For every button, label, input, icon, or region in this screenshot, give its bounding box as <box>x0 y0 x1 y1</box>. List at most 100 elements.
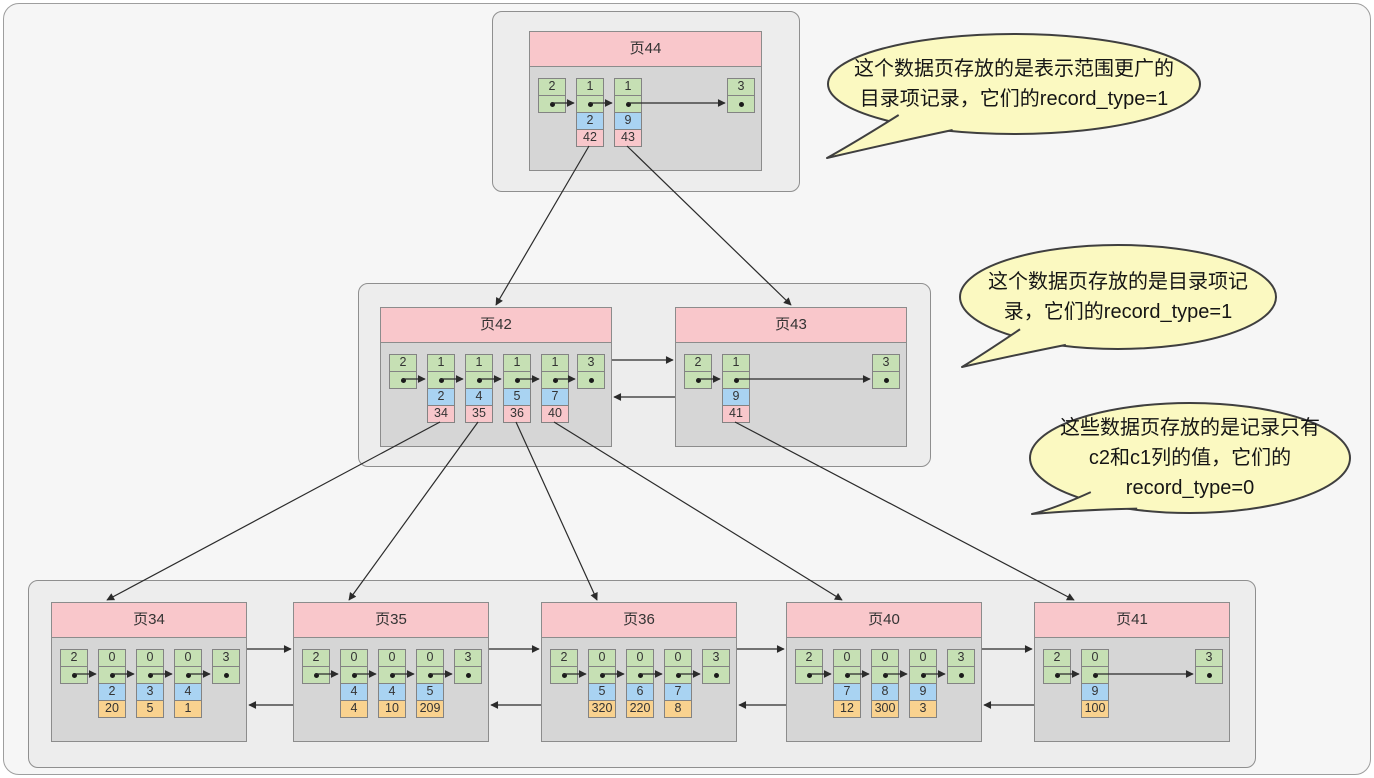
record: 3 <box>577 354 605 389</box>
record-pointer-cell <box>576 95 604 113</box>
pointer-dot-icon <box>920 672 926 678</box>
record-type-cell: 3 <box>702 649 730 667</box>
record-pointer-cell <box>702 666 730 684</box>
pointer-dot-icon <box>476 377 482 383</box>
record-key-cell: 4 <box>174 683 202 701</box>
record-pointer-cell <box>378 666 406 684</box>
record-key-cell: 5 <box>416 683 444 701</box>
record-type-cell: 1 <box>541 354 569 372</box>
pointer-dot-icon <box>882 672 888 678</box>
pointer-dot-icon <box>400 377 406 383</box>
page-title: 页42 <box>381 308 611 343</box>
record-pointer-cell <box>465 371 493 389</box>
record-key-cell: 7 <box>833 683 861 701</box>
pointer-dot-icon <box>844 672 850 678</box>
record-pointer-cell <box>1043 666 1071 684</box>
record-type-cell: 2 <box>538 78 566 96</box>
record-type-cell: 0 <box>174 649 202 667</box>
record-type-cell: 0 <box>626 649 654 667</box>
record-key-cell: 2 <box>427 388 455 406</box>
record-value-cell: 4 <box>340 700 368 718</box>
record-pointer-cell <box>833 666 861 684</box>
record-value-cell: 10 <box>378 700 406 718</box>
record-key-cell: 2 <box>576 112 604 130</box>
record-key-cell: 5 <box>503 388 531 406</box>
record-value-cell: 300 <box>871 700 899 718</box>
pointer-dot-icon <box>713 672 719 678</box>
speech-bubble-text: 这个数据页存放的是表示范围更广的目录项记录，它们的record_type=1 <box>828 34 1200 134</box>
pointer-dot-icon <box>599 672 605 678</box>
record-pointer-cell <box>503 371 531 389</box>
record-pointer-cell <box>416 666 444 684</box>
record: 2 <box>538 78 566 113</box>
record-type-cell: 0 <box>588 649 616 667</box>
pointer-dot-icon <box>351 672 357 678</box>
record-type-cell: 2 <box>550 649 578 667</box>
record-type-cell: 0 <box>136 649 164 667</box>
pointer-dot-icon <box>1092 672 1098 678</box>
record-pointer-cell <box>98 666 126 684</box>
record: 3 <box>872 354 900 389</box>
record-value-cell: 1 <box>174 700 202 718</box>
pointer-dot-icon <box>427 672 433 678</box>
record-type-cell: 1 <box>722 354 750 372</box>
record: 2 <box>302 649 330 684</box>
record-value-cell: 40 <box>541 405 569 423</box>
record: 2 <box>795 649 823 684</box>
record-value-cell: 36 <box>503 405 531 423</box>
pointer-dot-icon <box>185 672 191 678</box>
bubble-text-line: 这个数据页存放的是表示范围更广的 <box>854 58 1174 80</box>
record-key-cell: 3 <box>136 683 164 701</box>
record-type-cell: 2 <box>684 354 712 372</box>
record-pointer-cell <box>389 371 417 389</box>
record-value-cell: 209 <box>416 700 444 718</box>
record-pointer-cell <box>174 666 202 684</box>
record-value-cell: 35 <box>465 405 493 423</box>
record: 2 <box>1043 649 1071 684</box>
record-type-cell: 2 <box>60 649 88 667</box>
record-value-cell: 220 <box>626 700 654 718</box>
page-title: 页41 <box>1035 603 1229 638</box>
record: 3 <box>212 649 240 684</box>
record-type-cell: 0 <box>664 649 692 667</box>
record-pointer-cell <box>541 371 569 389</box>
record-pointer-cell <box>664 666 692 684</box>
record-type-cell: 2 <box>389 354 417 372</box>
pointer-dot-icon <box>389 672 395 678</box>
record: 2 <box>550 649 578 684</box>
record-value-cell: 320 <box>588 700 616 718</box>
pointer-dot-icon <box>109 672 115 678</box>
record-value-cell: 8 <box>664 700 692 718</box>
record-type-cell: 3 <box>212 649 240 667</box>
page-title: 页44 <box>530 32 761 67</box>
page-title: 页43 <box>676 308 906 343</box>
bubble-text-line: record_type=0 <box>1125 477 1255 499</box>
pointer-dot-icon <box>738 101 744 107</box>
record-pointer-cell <box>454 666 482 684</box>
record: 3 <box>454 649 482 684</box>
record: 2 <box>60 649 88 684</box>
record-type-cell: 1 <box>503 354 531 372</box>
page-title: 页35 <box>294 603 488 638</box>
pointer-dot-icon <box>549 101 555 107</box>
bubble-text-line: 目录项记录，它们的record_type=1 <box>859 88 1169 110</box>
bubble-text-line: c2和c1列的值，它们的 <box>1088 447 1292 469</box>
record-type-cell: 0 <box>98 649 126 667</box>
record-pointer-cell <box>538 95 566 113</box>
